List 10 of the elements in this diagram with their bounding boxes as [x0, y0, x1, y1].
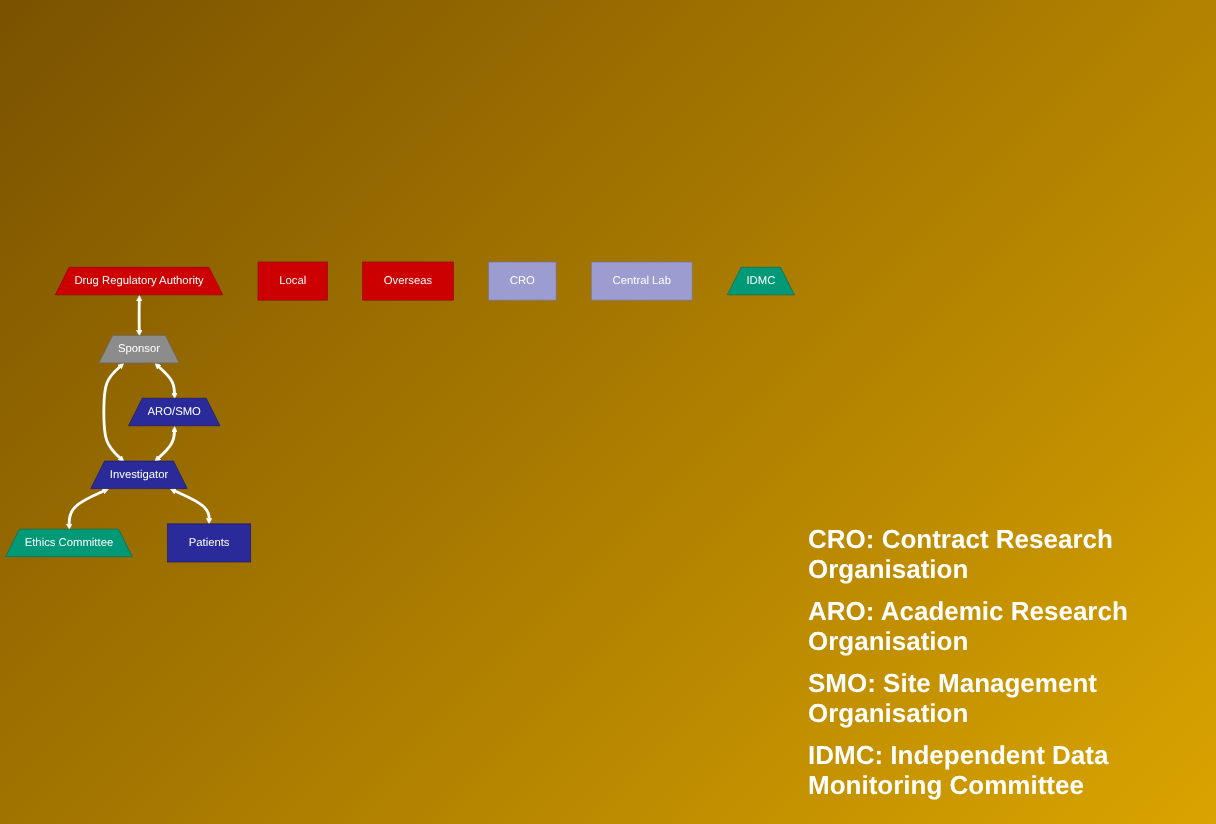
arrow	[136, 295, 143, 337]
abbreviation-note: ARO: Academic Research Organisation	[808, 596, 1130, 656]
abbreviation-note: IDMC: Independent Data Monitoring Committee	[808, 740, 1111, 800]
abbreviation-note: CRO: Contract Research Organisation	[808, 524, 1115, 584]
arrow	[102, 363, 125, 462]
arrow	[154, 363, 178, 399]
arrow	[170, 488, 213, 525]
arrow	[66, 488, 109, 530]
abbreviation-note: SMO: Site Management Organisation	[808, 668, 1099, 728]
arrow	[154, 426, 178, 462]
